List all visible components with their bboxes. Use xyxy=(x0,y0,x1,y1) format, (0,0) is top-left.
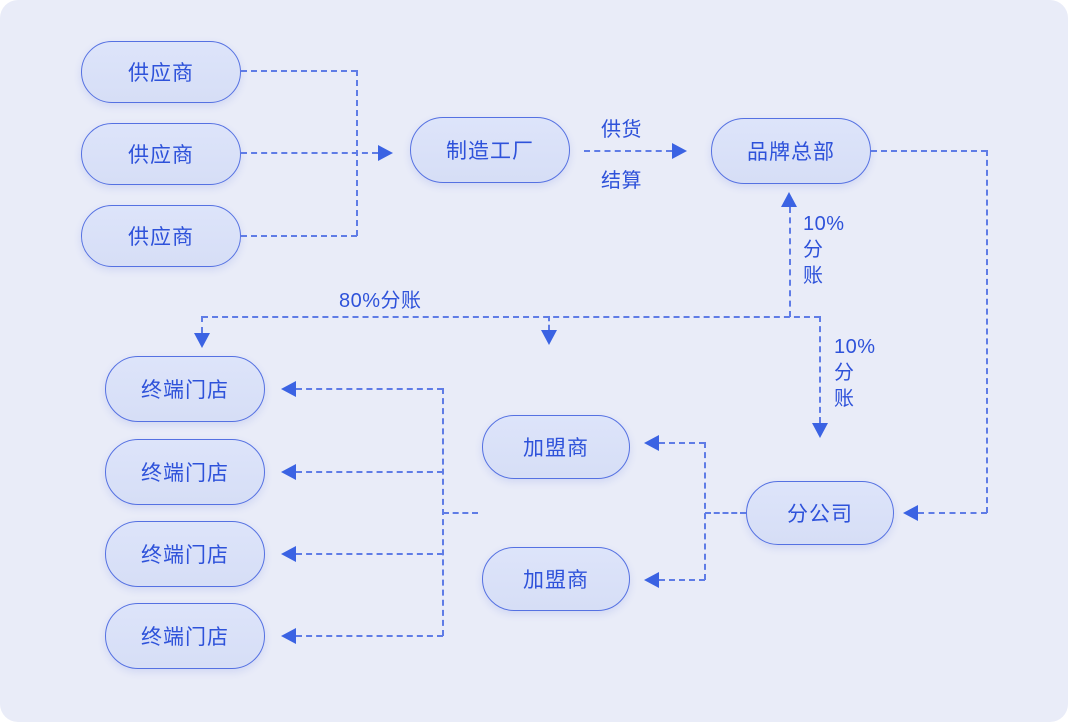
arrowhead-into-store-1 xyxy=(281,381,296,397)
edge-into-branch-line xyxy=(918,512,987,514)
arrowhead-into-franchisee-2 xyxy=(644,572,659,588)
arrowhead-split-to-headquarters xyxy=(781,192,797,207)
arrowhead-into-branch-company xyxy=(903,505,918,521)
edge-split-to-stores-stub xyxy=(201,316,203,333)
node-store-4: 终端门店 xyxy=(105,603,265,669)
edge-to-store-2-line xyxy=(296,471,443,473)
arrowhead-into-store-4 xyxy=(281,628,296,644)
node-store-2: 终端门店 xyxy=(105,439,265,505)
node-franchisee-2-label: 加盟商 xyxy=(523,569,589,592)
node-factory-label: 制造工厂 xyxy=(446,140,534,163)
node-headquarters-label: 品牌总部 xyxy=(747,141,835,164)
edge-factory-to-headquarters-line xyxy=(584,150,672,152)
edge-to-franchisee-2-line xyxy=(659,579,705,581)
node-supplier-2: 供应商 xyxy=(81,123,241,185)
arrowhead-split-to-branch xyxy=(812,423,828,438)
edge-supplier-1-line xyxy=(241,70,357,72)
node-franchisee-1-label: 加盟商 xyxy=(523,437,589,460)
arrowhead-split-to-stores xyxy=(194,333,210,348)
edge-to-store-1-line xyxy=(296,388,443,390)
node-store-1: 终端门店 xyxy=(105,356,265,422)
arrowhead-into-headquarters xyxy=(672,143,687,159)
node-franchisee-2: 加盟商 xyxy=(482,547,630,611)
node-branch-company-label: 分公司 xyxy=(787,503,853,526)
edge-label-supply: 供货 xyxy=(601,119,642,141)
node-store-3-label: 终端门店 xyxy=(141,544,229,567)
node-factory: 制造工厂 xyxy=(410,117,570,183)
arrowhead-into-store-3 xyxy=(281,546,296,562)
edge-supplier-2-line xyxy=(241,152,378,154)
node-branch-company: 分公司 xyxy=(746,481,894,545)
edge-branch-left-stub xyxy=(705,512,746,514)
edge-right-vertical-line xyxy=(986,150,988,513)
edge-franchisees-left-stub xyxy=(443,512,478,514)
edge-label-split-10-headquarters: 10% 分 账 xyxy=(803,213,845,287)
edge-split-bus-line xyxy=(202,316,820,318)
edge-label-split-10-branch: 10% 分 账 xyxy=(834,336,876,410)
edge-label-settlement: 结算 xyxy=(601,170,642,192)
node-franchisee-1: 加盟商 xyxy=(482,415,630,479)
node-supplier-1-label: 供应商 xyxy=(128,62,194,85)
edge-label-split-80: 80%分账 xyxy=(339,290,422,312)
node-supplier-1: 供应商 xyxy=(81,41,241,103)
edge-stores-trunk-line xyxy=(442,388,444,636)
edge-suppliers-trunk-line xyxy=(356,70,358,236)
arrowhead-into-factory xyxy=(378,145,393,161)
node-supplier-2-label: 供应商 xyxy=(128,144,194,167)
node-store-1-label: 终端门店 xyxy=(141,379,229,402)
edge-branch-split-line xyxy=(704,442,706,580)
edge-split-to-headquarters-line xyxy=(789,207,791,317)
node-store-3: 终端门店 xyxy=(105,521,265,587)
node-store-4-label: 终端门店 xyxy=(141,626,229,649)
edge-to-franchisee-1-line xyxy=(659,442,705,444)
edge-split-to-branch-line xyxy=(819,316,821,423)
edge-to-store-4-line xyxy=(296,635,443,637)
arrowhead-into-franchisee-1 xyxy=(644,435,659,451)
edge-headquarters-right-line xyxy=(871,150,987,152)
node-supplier-3-label: 供应商 xyxy=(128,226,194,249)
arrowhead-split-to-franchisees xyxy=(541,330,557,345)
edge-split-to-franchisees-stub xyxy=(548,316,550,330)
node-supplier-3: 供应商 xyxy=(81,205,241,267)
node-store-2-label: 终端门店 xyxy=(141,462,229,485)
arrowhead-into-store-2 xyxy=(281,464,296,480)
node-headquarters: 品牌总部 xyxy=(711,118,871,184)
edge-supplier-3-line xyxy=(241,235,357,237)
edge-to-store-3-line xyxy=(296,553,443,555)
